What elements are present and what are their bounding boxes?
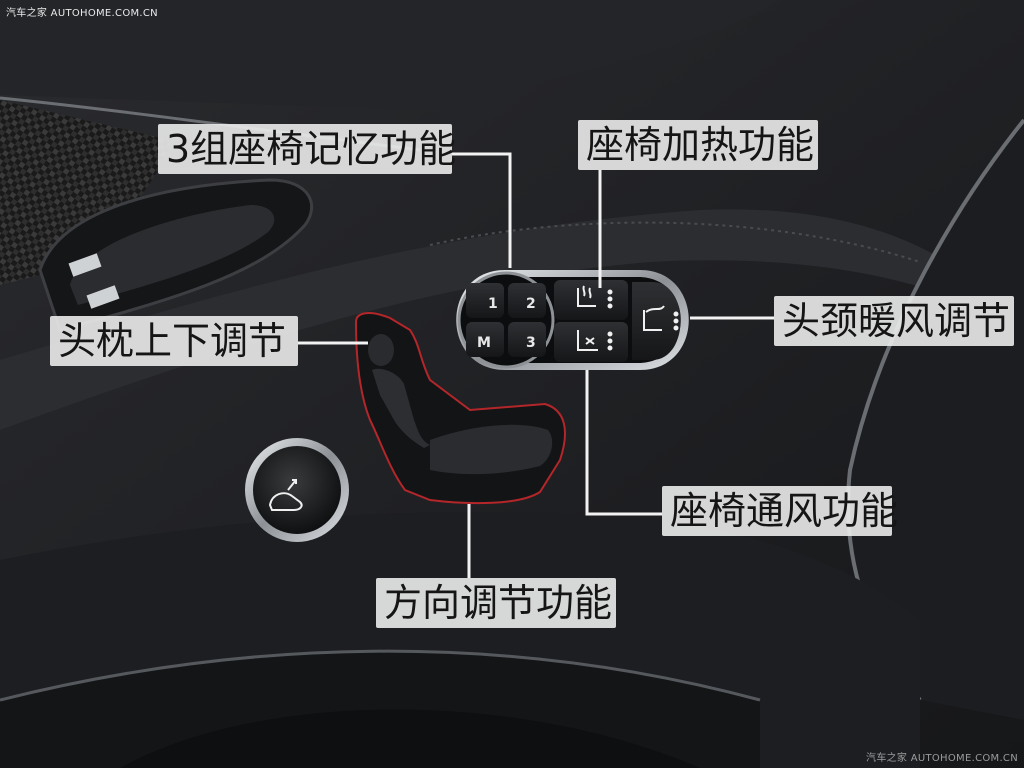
seat-heating-icon xyxy=(577,285,613,309)
seat-ventilation-icon xyxy=(577,330,613,351)
callout-headrest: 头枕上下调节 xyxy=(50,316,298,366)
memory-button-m[interactable] xyxy=(466,322,504,357)
headrest-knob[interactable] xyxy=(368,334,394,366)
memory-button-2-label: 2 xyxy=(526,296,536,312)
window-switch-label xyxy=(86,285,120,309)
memory-button-1[interactable] xyxy=(466,283,504,318)
trunk-icon xyxy=(268,479,303,511)
memory-button-3-label: 3 xyxy=(526,335,536,351)
callout-memory: 3组座椅记忆功能 xyxy=(158,124,456,174)
memory-buttons: 1 2 M 3 xyxy=(457,271,555,369)
callout-seat-ventilation: 座椅通风功能 xyxy=(662,486,898,536)
callout-direction: 方向调节功能 xyxy=(376,578,616,628)
neck-warmer-icon xyxy=(643,305,679,331)
seat-adjust-switch[interactable] xyxy=(354,312,566,505)
memory-button-2[interactable] xyxy=(508,283,546,318)
speaker-grille xyxy=(120,709,700,768)
memory-button-m-label: M xyxy=(477,335,491,351)
watermark-bottom: 汽车之家 AUTOHOME.COM.CN xyxy=(866,753,1018,764)
memory-button-1-label: 1 xyxy=(488,296,498,312)
seat-heating-button[interactable] xyxy=(554,280,628,320)
watermark-top: 汽车之家 AUTOHOME.COM.CN xyxy=(6,8,158,19)
seat-cushion-control[interactable] xyxy=(430,424,553,475)
carbon-trim xyxy=(0,100,170,285)
callout-seat-heating: 座椅加热功能 xyxy=(578,120,818,170)
trunk-release-knob[interactable] xyxy=(245,438,349,542)
memory-button-3[interactable] xyxy=(508,322,546,357)
neck-warmer-button[interactable] xyxy=(632,282,681,360)
leader-lines xyxy=(298,152,774,578)
seat-backrest-control[interactable] xyxy=(372,368,430,448)
window-switch-label xyxy=(68,253,102,277)
callout-neck-warmer: 头颈暖风调节 xyxy=(774,296,1014,346)
